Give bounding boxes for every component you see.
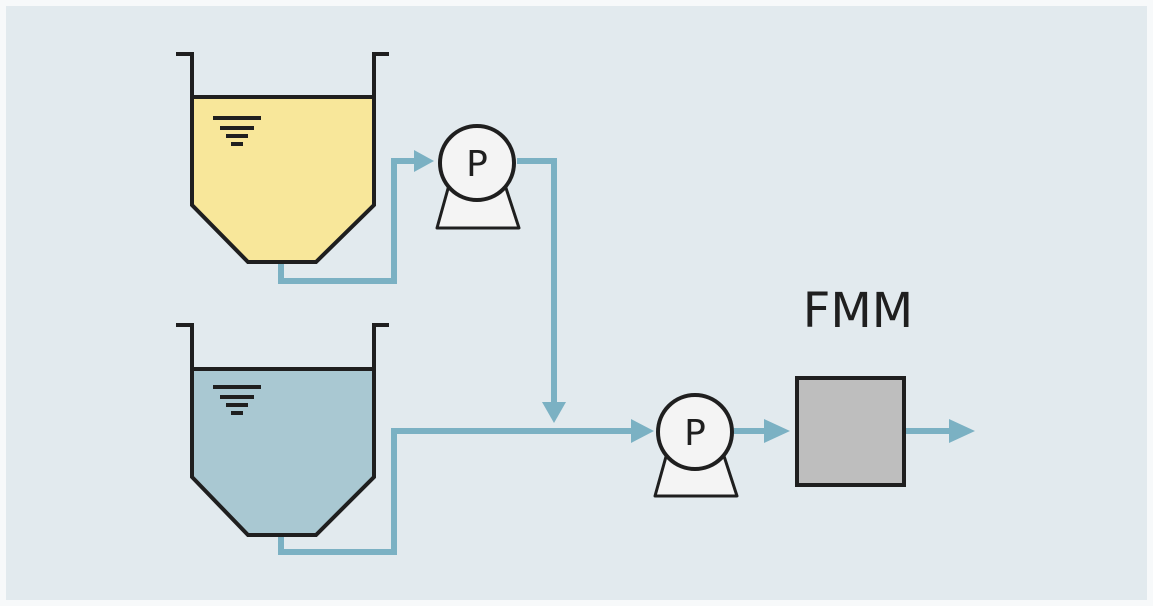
water-level-icon <box>213 116 261 146</box>
flow-arrow-icon <box>764 419 790 443</box>
fmm-label: FMM <box>803 283 913 339</box>
flow-arrows <box>414 150 975 443</box>
tank-bottom-liquid <box>192 369 374 535</box>
pipe-pump-1-to-junction <box>517 158 557 404</box>
pump-icon: P <box>435 124 521 230</box>
pump-1-label: P <box>466 144 488 185</box>
pipe-network <box>278 158 950 555</box>
pump-icon: P <box>653 393 739 498</box>
pipe-bottom-tank-to-pump-2 <box>278 428 634 555</box>
flow-arrow-icon <box>542 402 566 423</box>
tank-top <box>176 52 389 264</box>
tank-top-liquid <box>192 97 374 262</box>
water-level-icon <box>213 385 261 415</box>
flow-arrow-icon <box>631 419 654 443</box>
pipe-top-tank-to-pump-1 <box>278 158 418 284</box>
flow-arrow-icon <box>949 419 975 443</box>
diagram-background <box>6 6 1147 600</box>
flow-arrow-icon <box>414 150 434 172</box>
tank-bottom-wall <box>176 323 389 537</box>
fmm-device: FMM <box>795 283 913 487</box>
tank-bottom <box>176 323 389 537</box>
fmm-box <box>795 376 906 487</box>
tank-top-wall <box>176 52 389 264</box>
pump-1-body <box>438 124 516 202</box>
pump-2-body <box>656 393 734 471</box>
pump-2-label: P <box>684 413 706 454</box>
